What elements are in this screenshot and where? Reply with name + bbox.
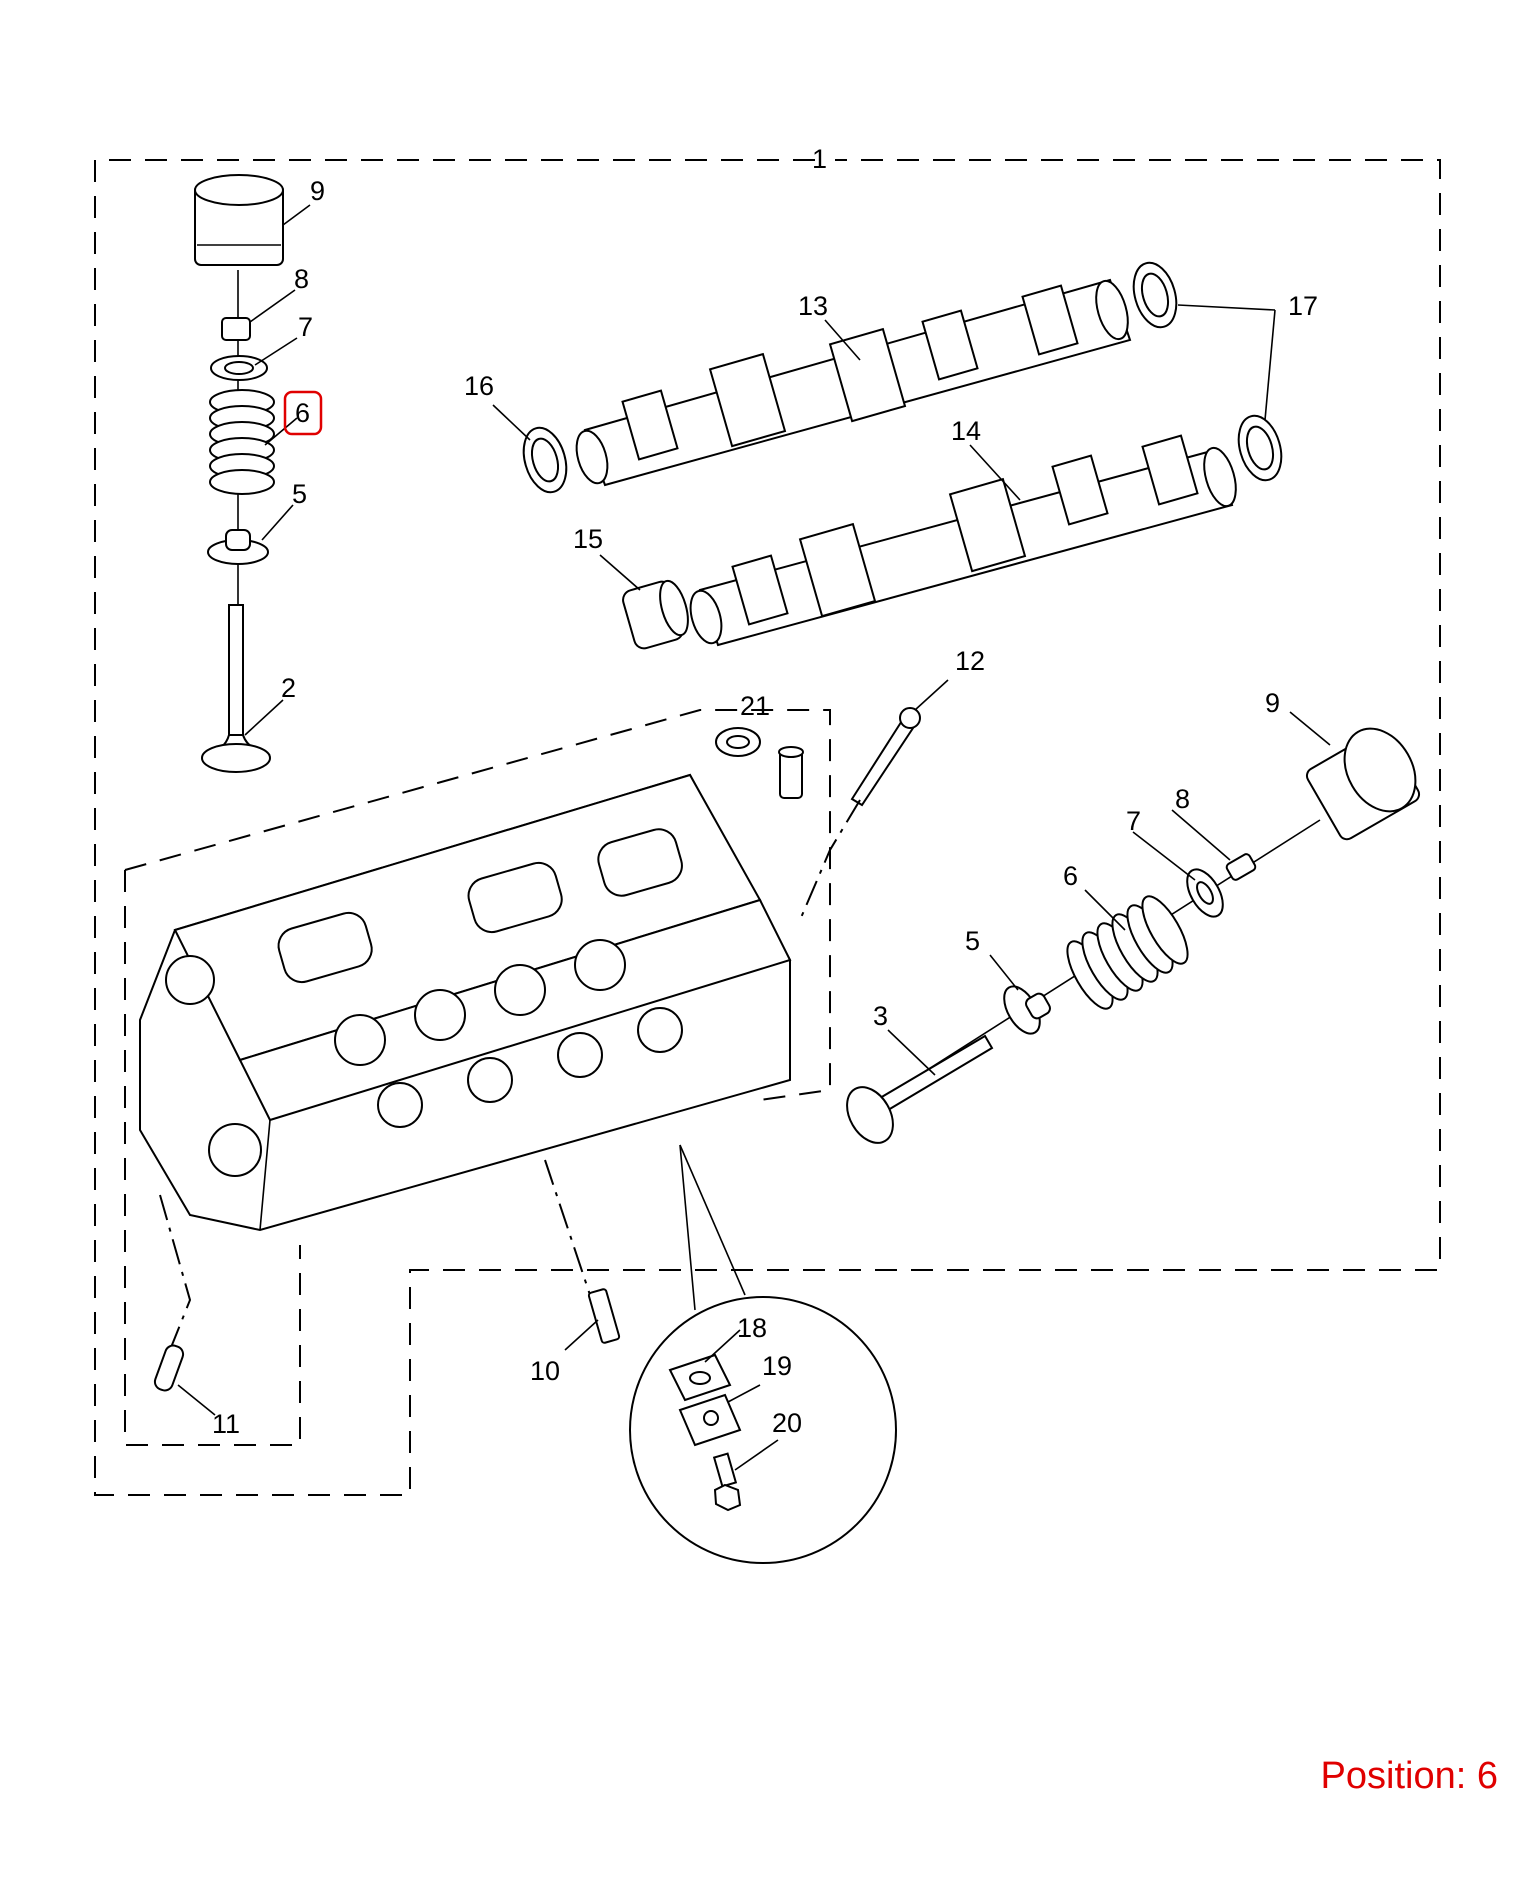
label-10: 10 — [530, 1356, 560, 1386]
camshaft-upper — [575, 278, 1132, 487]
retainer-left — [210, 355, 268, 381]
label-9-right: 9 — [1265, 688, 1280, 718]
label-5-right: 5 — [965, 926, 980, 956]
label-3: 3 — [873, 1001, 888, 1031]
label-12: 12 — [955, 646, 985, 676]
plate-b — [678, 1393, 742, 1447]
spring-right — [1066, 895, 1189, 1010]
seal-right-lower — [1237, 414, 1283, 482]
label-15: 15 — [573, 524, 603, 554]
position-indicator: Position: 6 — [1320, 1755, 1498, 1797]
callout-labels: 1 9 8 7 6 5 2 16 13 17 14 15 12 21 9 8 7… — [212, 144, 1318, 1439]
label-19: 19 — [762, 1351, 792, 1381]
retainer-right — [1186, 868, 1224, 918]
valve-guide — [778, 746, 804, 799]
label-21: 21 — [740, 691, 770, 721]
label-5-left: 5 — [292, 479, 307, 509]
camshaft-lower — [689, 434, 1237, 647]
left-valve-stack — [194, 174, 284, 773]
sub-boundary-21 — [124, 709, 831, 1101]
label-11: 11 — [212, 1409, 240, 1439]
guide-seal — [715, 727, 761, 757]
label-6-left-highlighted: 6 — [295, 398, 310, 428]
label-9-left: 9 — [310, 176, 325, 206]
label-6-right: 6 — [1063, 861, 1078, 891]
collet-left — [221, 317, 251, 341]
label-16: 16 — [464, 371, 494, 401]
leader-lines — [177, 204, 1331, 1471]
label-2: 2 — [281, 673, 296, 703]
plate-a — [668, 1353, 732, 1402]
tappet-right — [1305, 727, 1421, 841]
valve-right — [846, 1034, 994, 1144]
sub-boundary-11 — [124, 870, 301, 1446]
spring-left — [209, 389, 275, 495]
cylinder-head — [139, 773, 792, 1232]
label-20: 20 — [772, 1408, 802, 1438]
label-7-right: 7 — [1126, 806, 1141, 836]
label-7-left: 7 — [298, 312, 313, 342]
label-8-left: 8 — [294, 264, 309, 294]
valve-seat-right — [1003, 985, 1051, 1035]
tappet-left — [194, 174, 284, 266]
highlight-box-6 — [283, 390, 323, 436]
dowel — [153, 1344, 185, 1392]
seal-right-upper — [1132, 261, 1178, 329]
valve-left — [201, 604, 271, 773]
label-17: 17 — [1288, 291, 1318, 321]
label-18: 18 — [737, 1313, 767, 1343]
assembly-boundary — [94, 159, 1441, 1496]
valve-seat-left — [207, 529, 269, 565]
label-14: 14 — [951, 416, 981, 446]
right-valve-stack — [846, 727, 1421, 1144]
label-13: 13 — [798, 291, 828, 321]
screw — [712, 1452, 742, 1512]
cap-plug — [622, 579, 689, 650]
label-8-right: 8 — [1175, 784, 1190, 814]
stud — [587, 1288, 621, 1344]
head-bolt — [850, 707, 921, 807]
seal-left — [522, 426, 568, 494]
collet-right — [1225, 853, 1257, 881]
label-1: 1 — [812, 144, 827, 174]
